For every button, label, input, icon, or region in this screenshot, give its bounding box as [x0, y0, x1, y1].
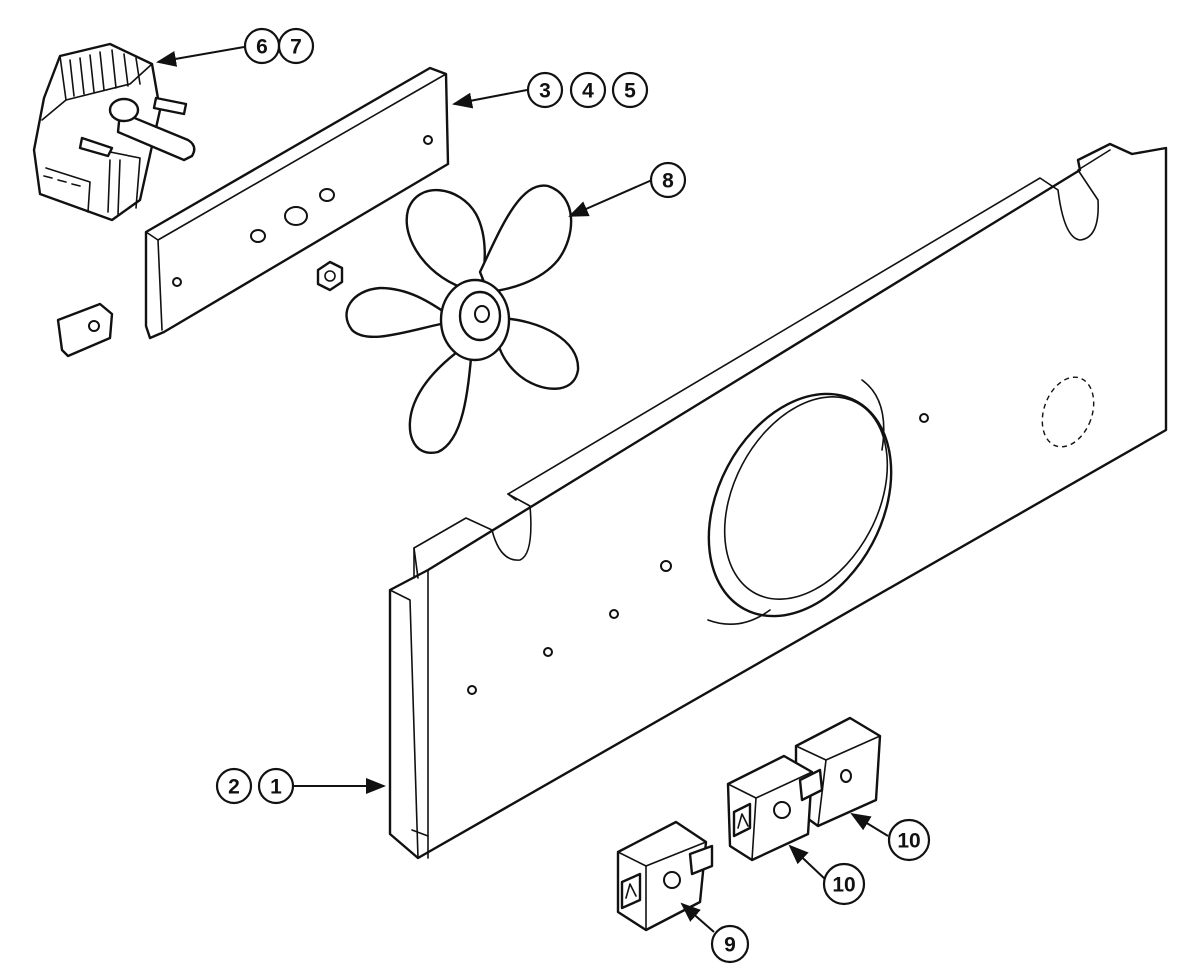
svg-text:9: 9 — [724, 934, 736, 957]
svg-text:7: 7 — [290, 36, 302, 59]
svg-text:6: 6 — [256, 36, 268, 59]
fan-blade — [345, 184, 580, 455]
callout-2: 2 — [215, 767, 253, 805]
fan-motor — [32, 42, 196, 222]
fan-panel — [388, 142, 1168, 860]
motor-bracket — [144, 66, 450, 340]
callout-1: 1 — [257, 767, 295, 805]
nut — [316, 260, 344, 292]
switch-part-10-front — [726, 754, 824, 862]
callout-9: 9 — [710, 924, 750, 964]
mounting-clip — [56, 302, 114, 358]
svg-text:2: 2 — [228, 776, 240, 799]
svg-text:1: 1 — [270, 776, 282, 799]
svg-text:5: 5 — [624, 80, 636, 103]
switch-part-9 — [616, 820, 714, 932]
svg-text:8: 8 — [662, 170, 674, 193]
callout-7: 7 — [277, 27, 315, 65]
callout-10-upper: 10 — [887, 818, 931, 862]
callout-8: 8 — [649, 161, 687, 199]
callout-10-lower: 10 — [822, 862, 866, 906]
svg-text:10: 10 — [897, 830, 920, 853]
svg-text:3: 3 — [539, 80, 551, 103]
svg-text:4: 4 — [582, 80, 594, 103]
callout-4: 4 — [569, 71, 607, 109]
svg-text:10: 10 — [832, 874, 855, 897]
callout-5: 5 — [611, 71, 649, 109]
callout-6: 6 — [243, 27, 281, 65]
callout-3: 3 — [526, 71, 564, 109]
